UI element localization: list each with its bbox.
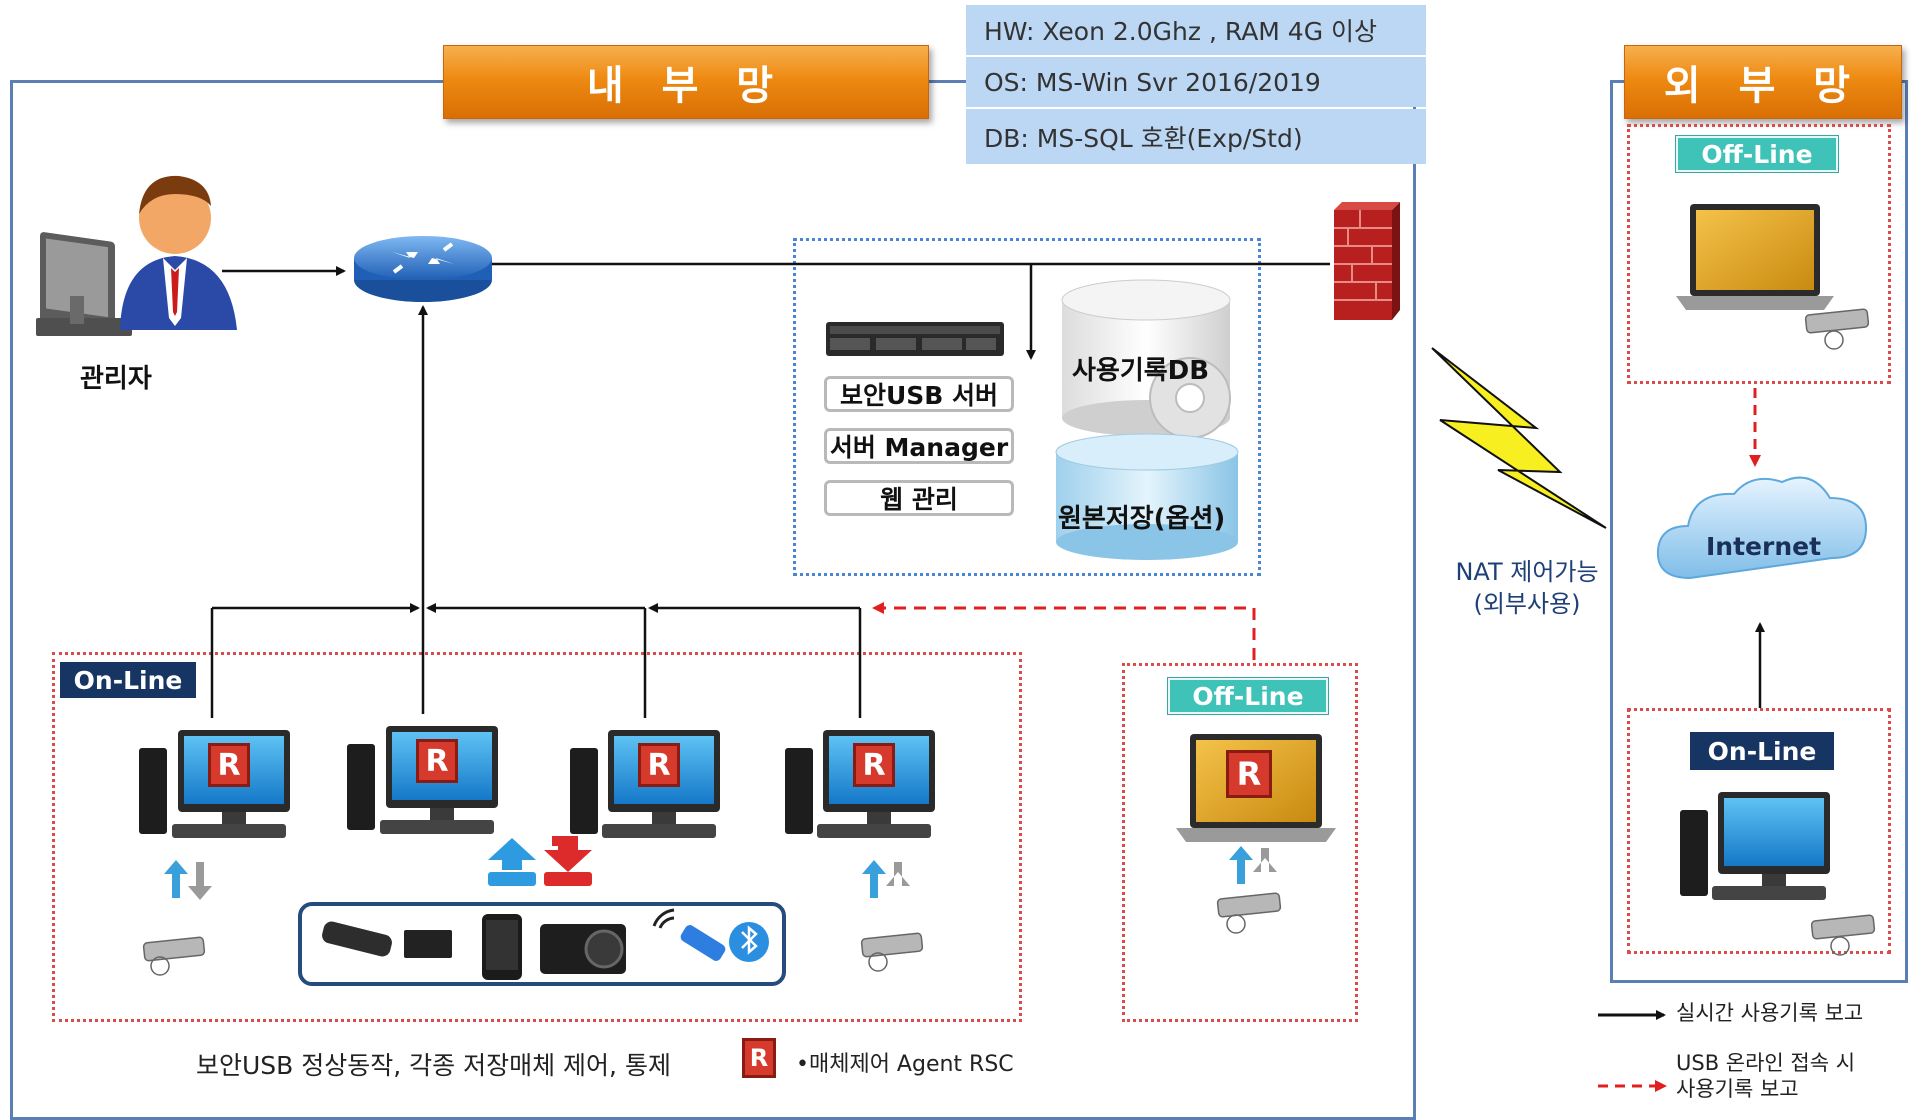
online-internal-zone <box>52 652 1022 1022</box>
offline-internal-tag: Off-Line <box>1168 678 1328 714</box>
nat-line1: NAT 제어가능 <box>1455 558 1599 586</box>
internet-label: Internet <box>1706 532 1822 561</box>
web-admin-label: 웹 관리 <box>824 480 1014 516</box>
agent-letter: R <box>425 743 449 779</box>
spec-db: DB: MS-SQL 호환(Exp/Std) <box>966 109 1426 164</box>
cloud-icon <box>1656 476 1868 580</box>
server-manager-label: 서버 Manager <box>824 428 1014 464</box>
agent-badge: R <box>416 739 458 783</box>
transfer-arrows-icon <box>164 846 1277 900</box>
legend-dashed-text: USB 온라인 접속 시 사용기록 보고 <box>1676 1050 1855 1102</box>
usage-db-label: 사용기록DB <box>1072 356 1210 386</box>
agent-letter: R <box>862 747 886 783</box>
router-icon <box>354 236 492 302</box>
offline-external-zone <box>1627 124 1891 384</box>
caption-text: 보안USB 정상동작, 각종 저장매체 제어, 통제 <box>196 1051 671 1080</box>
usage-db-icon <box>1061 279 1231 439</box>
legend-dashed-line1: USB 온라인 접속 시 <box>1676 1051 1856 1075</box>
agent-badge: R <box>1226 750 1272 798</box>
agent-badge: R <box>638 743 680 787</box>
admin-label: 관리자 <box>80 364 152 394</box>
spec-os: OS: MS-Win Svr 2016/2019 <box>966 57 1426 107</box>
agent-letter: R <box>1236 755 1262 793</box>
laptop-external-offline <box>1676 204 1834 310</box>
caption-agent-text: •매체제어 Agent RSC <box>796 1052 1014 1077</box>
nat-line2: (외부사용) <box>1473 590 1581 618</box>
online-internal-tag: On-Line <box>60 662 196 698</box>
agent-letter: R <box>749 1044 769 1072</box>
offline-internal-zone <box>1122 663 1358 1022</box>
caption-agent-badge: R <box>742 1038 776 1078</box>
agent-badge: R <box>853 743 895 787</box>
admin-icon <box>36 175 237 336</box>
storage-cylinder-icon <box>1055 433 1239 560</box>
media-devices-icons <box>322 908 769 980</box>
offline-external-tag: Off-Line <box>1676 136 1838 172</box>
legend-solid-text: 실시간 사용기록 보고 <box>1676 1001 1864 1025</box>
legend-dashed-line2: 사용기록 보고 <box>1676 1077 1799 1101</box>
nat-label: NAT 제어가능 (외부사용) <box>1436 556 1618 620</box>
internal-network-banner: 내 부 망 <box>443 45 929 119</box>
desktop-external-online <box>1680 792 1830 900</box>
server-zone <box>793 238 1261 576</box>
desktop-4 <box>785 730 935 838</box>
usb-server-label: 보안USB 서버 <box>824 376 1014 412</box>
agent-letter: R <box>217 747 241 783</box>
firewall-icon <box>1334 202 1400 320</box>
external-network-banner: 외 부 망 <box>1624 45 1902 119</box>
online-external-zone <box>1627 708 1891 954</box>
agent-badge: R <box>208 743 250 787</box>
online-external-tag: On-Line <box>1690 732 1834 770</box>
lightning-icon <box>1431 347 1607 529</box>
agent-letter: R <box>647 747 671 783</box>
upload-download-icon <box>488 836 592 886</box>
rack-server-icon <box>826 322 1004 356</box>
usb-stick-icon <box>142 308 1876 976</box>
storage-label: 원본저장(옵션) <box>1058 504 1226 534</box>
spec-hw: HW: Xeon 2.0Ghz , RAM 4G 이상 <box>966 5 1426 55</box>
